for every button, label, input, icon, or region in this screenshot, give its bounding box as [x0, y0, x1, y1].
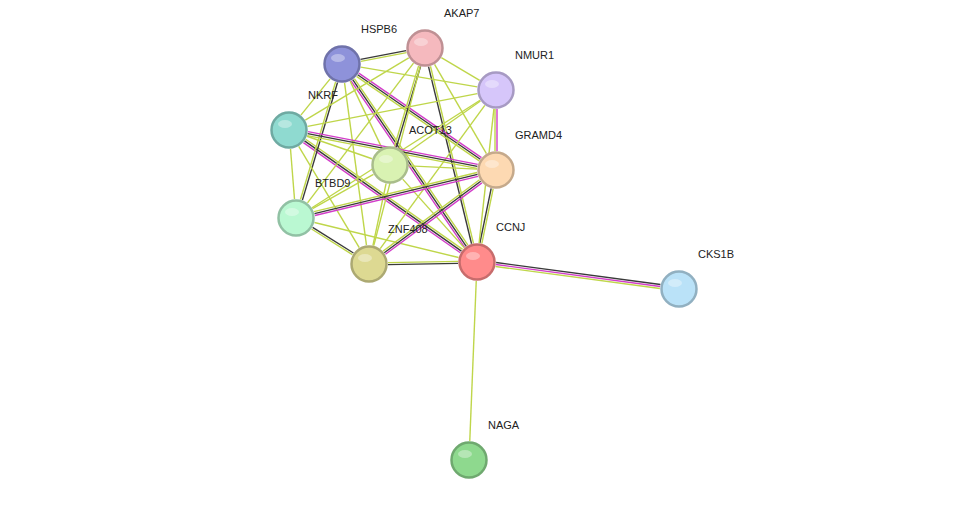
interaction-edge	[345, 83, 367, 245]
protein-label: ZNF408	[388, 223, 428, 236]
node-disc	[479, 153, 514, 188]
interaction-edge	[373, 184, 386, 246]
evidence-line	[373, 184, 386, 246]
protein-label: CCNJ	[496, 221, 525, 234]
evidence-line	[383, 180, 479, 251]
node-disc	[452, 443, 487, 478]
evidence-line	[435, 64, 487, 153]
evidence-line	[494, 109, 495, 151]
protein-node: AKAP7	[406, 29, 444, 67]
evidence-line	[345, 83, 367, 245]
protein-label: NAGA	[488, 419, 519, 432]
evidence-line	[313, 227, 354, 253]
node-highlight	[458, 450, 472, 458]
node-disc	[272, 113, 307, 148]
evidence-line	[360, 51, 406, 60]
protein-node: NAGA	[450, 441, 488, 479]
interaction-edge	[291, 149, 295, 199]
interaction-edge	[495, 109, 497, 151]
evidence-line	[441, 58, 479, 81]
node-highlight	[285, 208, 299, 216]
protein-node: ACOT13	[371, 146, 409, 184]
evidence-line	[291, 149, 295, 199]
protein-label: HSPB6	[361, 23, 397, 36]
node-highlight	[485, 80, 499, 88]
interaction-edge	[470, 281, 476, 441]
node-disc	[479, 73, 514, 108]
node-highlight	[379, 155, 393, 163]
node-circle	[477, 71, 515, 109]
node-highlight	[331, 54, 345, 62]
protein-label: NKRF	[308, 89, 338, 102]
node-circle	[458, 243, 496, 281]
node-circle	[277, 199, 315, 237]
node-highlight	[668, 279, 682, 287]
evidence-line	[384, 181, 480, 252]
interaction-edge	[360, 51, 406, 62]
evidence-line	[388, 263, 458, 264]
protein-label: NMUR1	[515, 49, 554, 62]
evidence-line	[496, 109, 497, 151]
evidence-line	[496, 263, 660, 285]
node-disc	[460, 245, 495, 280]
node-highlight	[485, 160, 499, 168]
evidence-line	[388, 261, 458, 262]
interaction-edge	[496, 263, 661, 289]
interaction-edge	[441, 58, 479, 81]
node-circle	[270, 111, 308, 149]
evidence-line	[496, 267, 660, 289]
protein-node: HSPB6	[323, 45, 361, 83]
node-disc	[662, 272, 697, 307]
node-disc	[408, 31, 443, 66]
protein-label: BTBD9	[315, 177, 350, 190]
node-highlight	[466, 252, 480, 260]
protein-node: NMUR1	[477, 71, 515, 109]
interaction-edge	[409, 166, 477, 169]
protein-label: AKAP7	[444, 7, 479, 20]
node-circle	[406, 29, 444, 67]
protein-node: ZNF408	[350, 245, 388, 283]
protein-node: GRAMD4	[477, 151, 515, 189]
evidence-line	[409, 166, 477, 169]
interaction-edge	[312, 227, 354, 254]
protein-node: BTBD9	[277, 199, 315, 237]
node-highlight	[278, 120, 292, 128]
node-disc	[373, 148, 408, 183]
evidence-line	[385, 183, 481, 254]
protein-node: NKRF	[270, 111, 308, 149]
node-circle	[660, 270, 698, 308]
node-disc	[325, 47, 360, 82]
interaction-edge	[388, 261, 458, 264]
node-circle	[350, 245, 388, 283]
interaction-edge	[357, 73, 482, 161]
node-highlight	[414, 38, 428, 46]
node-circle	[371, 146, 409, 184]
node-circle	[477, 151, 515, 189]
protein-label: GRAMD4	[515, 129, 562, 142]
node-disc	[279, 201, 314, 236]
node-circle	[450, 441, 488, 479]
evidence-line	[351, 81, 465, 248]
node-disc	[352, 247, 387, 282]
evidence-line	[361, 53, 407, 62]
protein-node: CCNJ	[458, 243, 496, 281]
node-circle	[323, 45, 361, 83]
evidence-line	[470, 281, 476, 441]
protein-label: ACOT13	[409, 124, 452, 137]
protein-node: CKS1B	[660, 270, 698, 308]
protein-label: CKS1B	[698, 248, 734, 261]
evidence-line	[312, 229, 353, 255]
interaction-edge	[435, 64, 487, 153]
evidence-line	[496, 265, 660, 287]
interaction-edge	[383, 180, 482, 255]
node-highlight	[358, 254, 372, 262]
